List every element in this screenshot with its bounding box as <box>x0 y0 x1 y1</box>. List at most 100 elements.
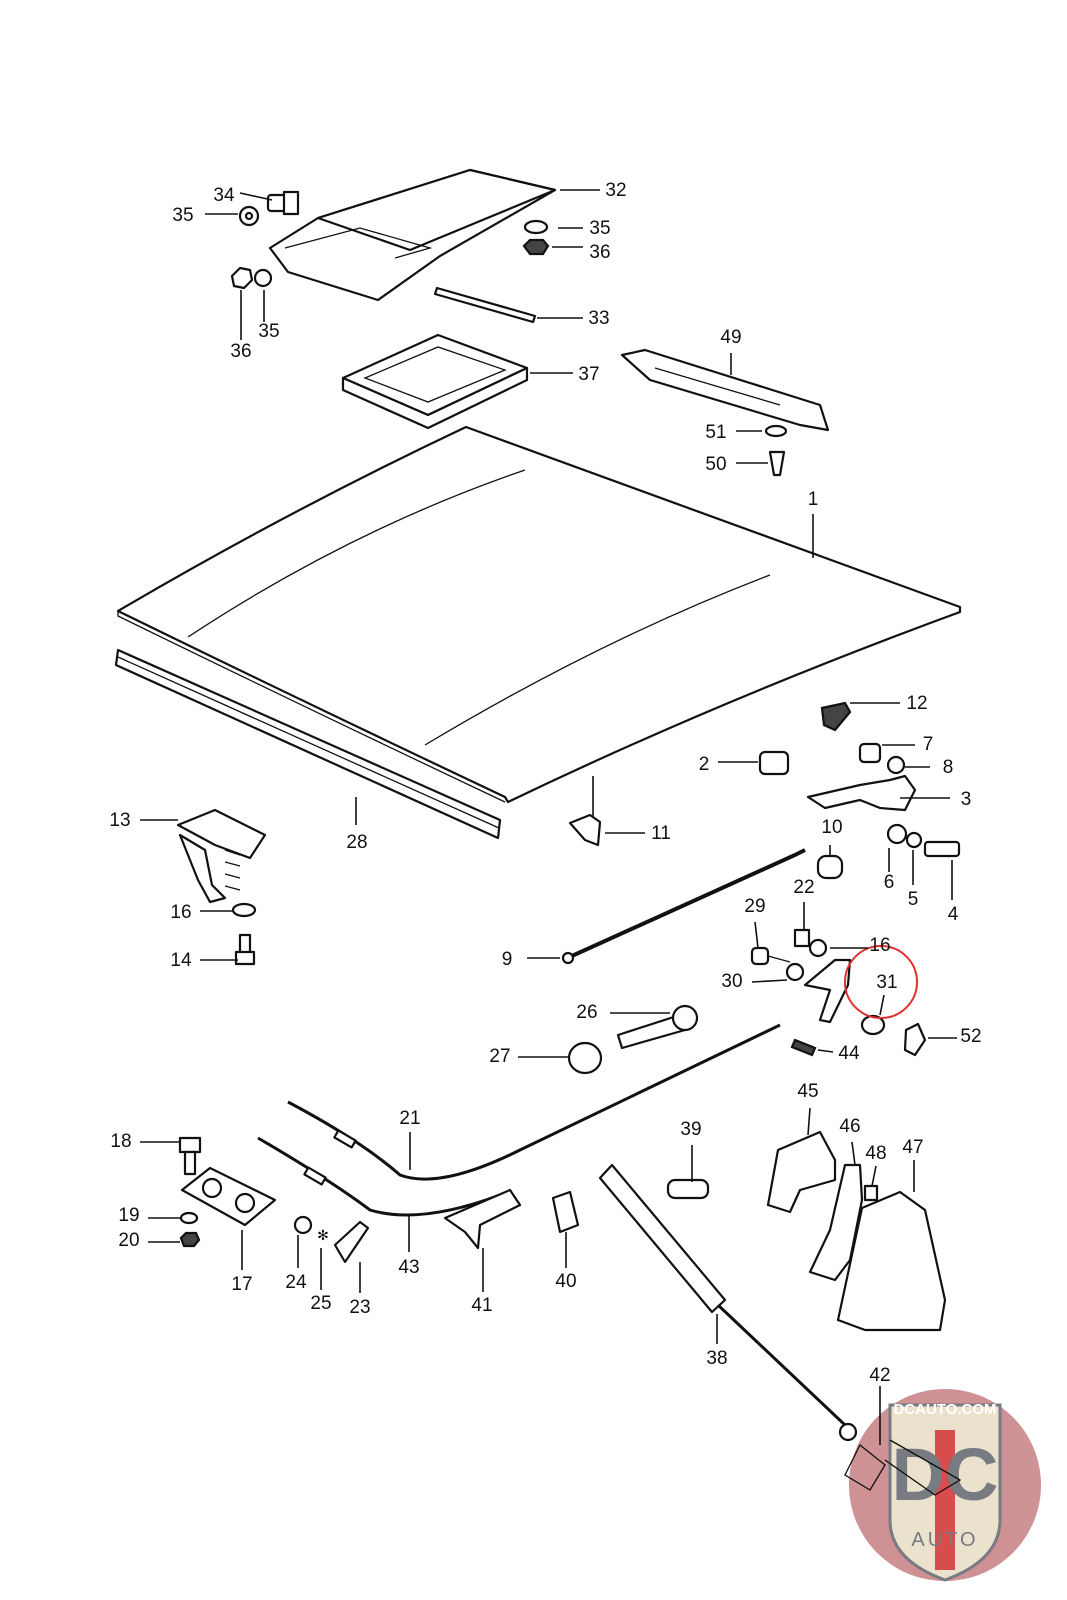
svg-text:DC: DC <box>892 1433 999 1516</box>
callout-36: 36 <box>589 242 610 263</box>
release-lever <box>803 958 852 1024</box>
part-20-nut <box>179 1231 201 1248</box>
part-3-hinge <box>806 774 917 812</box>
callout-13: 13 <box>109 810 130 831</box>
callout-35: 35 <box>589 218 610 239</box>
callout-31: 31 <box>876 972 897 993</box>
callout-26: 26 <box>576 1002 597 1023</box>
callout-6: 6 <box>884 872 895 893</box>
part-11-clip <box>568 813 602 847</box>
part-7-8-bolt-washer <box>858 742 906 775</box>
part-47-cover <box>836 1190 947 1332</box>
part-48-bolt <box>863 1184 879 1202</box>
part-34-bolt <box>266 190 300 216</box>
part-42-clip <box>844 1439 962 1496</box>
callout-45: 45 <box>797 1081 818 1102</box>
part-46-hinge-arm <box>808 1163 864 1282</box>
callout-20: 20 <box>118 1230 139 1251</box>
washers-nuts-right <box>522 219 550 256</box>
callout-35: 35 <box>258 321 279 342</box>
washers-nuts-left <box>230 205 273 290</box>
part-14-bolt <box>234 933 256 966</box>
callout-44: 44 <box>838 1043 860 1064</box>
callout-5: 5 <box>908 889 919 910</box>
callout-25: 25 <box>310 1293 331 1314</box>
callout-7: 7 <box>923 734 934 755</box>
part-32-air-scoop <box>268 168 557 302</box>
leader-lines <box>140 189 957 1445</box>
part-18-bolt <box>178 1136 202 1176</box>
part-24-nut <box>293 1215 313 1235</box>
part-26-27-knob <box>567 1004 699 1075</box>
part-19-washer <box>179 1211 199 1225</box>
callout-42: 42 <box>869 1365 890 1386</box>
callout-4: 4 <box>948 904 959 925</box>
callout-48: 48 <box>865 1143 886 1164</box>
callout-35: 35 <box>172 205 193 226</box>
part-38-gas-strut <box>598 1163 858 1442</box>
callout-9: 9 <box>502 949 513 970</box>
part-28-seal <box>114 648 502 840</box>
callout-34: 34 <box>213 185 235 206</box>
callout-16: 16 <box>170 902 191 923</box>
callout-11: 11 <box>651 823 671 844</box>
callout-1: 1 <box>808 489 819 510</box>
callout-14: 14 <box>170 950 192 971</box>
callout-22: 22 <box>793 877 814 898</box>
part-45-hinge-plate <box>766 1130 837 1214</box>
callout-43: 43 <box>398 1257 419 1278</box>
part-44-spring <box>790 1038 817 1057</box>
callout-12: 12 <box>906 693 927 714</box>
callout-23: 23 <box>349 1297 370 1318</box>
part-33-strip <box>433 286 537 324</box>
callout-27: 27 <box>489 1046 510 1067</box>
callout-51: 51 <box>705 422 726 443</box>
part-43-cable <box>257 1136 501 1217</box>
callout-52: 52 <box>960 1026 981 1047</box>
callout-39: 39 <box>680 1119 701 1140</box>
part-9-rod <box>562 848 806 962</box>
dcauto-logo: DCAUTO.COM DC AUTO <box>849 1389 1041 1582</box>
part-29-30-22-16-hardware <box>750 928 828 982</box>
callout-24: 24 <box>285 1272 307 1293</box>
callout-29: 29 <box>744 896 765 917</box>
svg-text:DCAUTO.COM: DCAUTO.COM <box>893 1401 996 1418</box>
callout-16: 16 <box>869 935 890 956</box>
callout-32: 32 <box>605 180 626 201</box>
part-49-bracket <box>620 348 830 432</box>
callout-18: 18 <box>110 1131 131 1152</box>
highlight-circle-31 <box>844 945 918 1019</box>
part-21-cable <box>287 1023 781 1181</box>
callout-3: 3 <box>961 789 972 810</box>
part-40-clip <box>551 1190 580 1234</box>
callout-33: 33 <box>588 308 609 329</box>
callout-17: 17 <box>231 1274 252 1295</box>
callout-37: 37 <box>578 364 599 385</box>
part-39-pin <box>666 1178 710 1200</box>
callout-21: 21 <box>399 1108 420 1129</box>
callout-19: 19 <box>118 1205 139 1226</box>
callout-8: 8 <box>943 757 954 778</box>
callout-10: 10 <box>821 817 842 838</box>
part-10-grommet <box>816 854 844 880</box>
part-6-5-4-hardware <box>886 823 961 858</box>
part-31-bushing <box>860 1014 886 1036</box>
callout-41: 41 <box>471 1295 492 1316</box>
callout-49: 49 <box>720 327 741 348</box>
callout-38: 38 <box>706 1348 727 1369</box>
part-12-buffer <box>820 701 852 732</box>
callout-50: 50 <box>705 454 726 475</box>
part-51-washer <box>764 424 788 438</box>
part-1-hood <box>116 425 962 804</box>
part-25-star-washer: ✻ <box>317 1227 329 1243</box>
svg-text:AUTO: AUTO <box>911 1529 978 1551</box>
callout-36: 36 <box>230 341 251 362</box>
part-23-clip <box>333 1220 370 1264</box>
callout-labels: 34 32 35 35 36 36 35 33 49 37 51 50 1 12… <box>109 180 981 1386</box>
part-52-clip <box>903 1022 927 1057</box>
callout-47: 47 <box>902 1137 923 1158</box>
callout-30: 30 <box>721 971 742 992</box>
part-13-latch <box>176 808 267 904</box>
part-37-frame <box>341 333 529 430</box>
